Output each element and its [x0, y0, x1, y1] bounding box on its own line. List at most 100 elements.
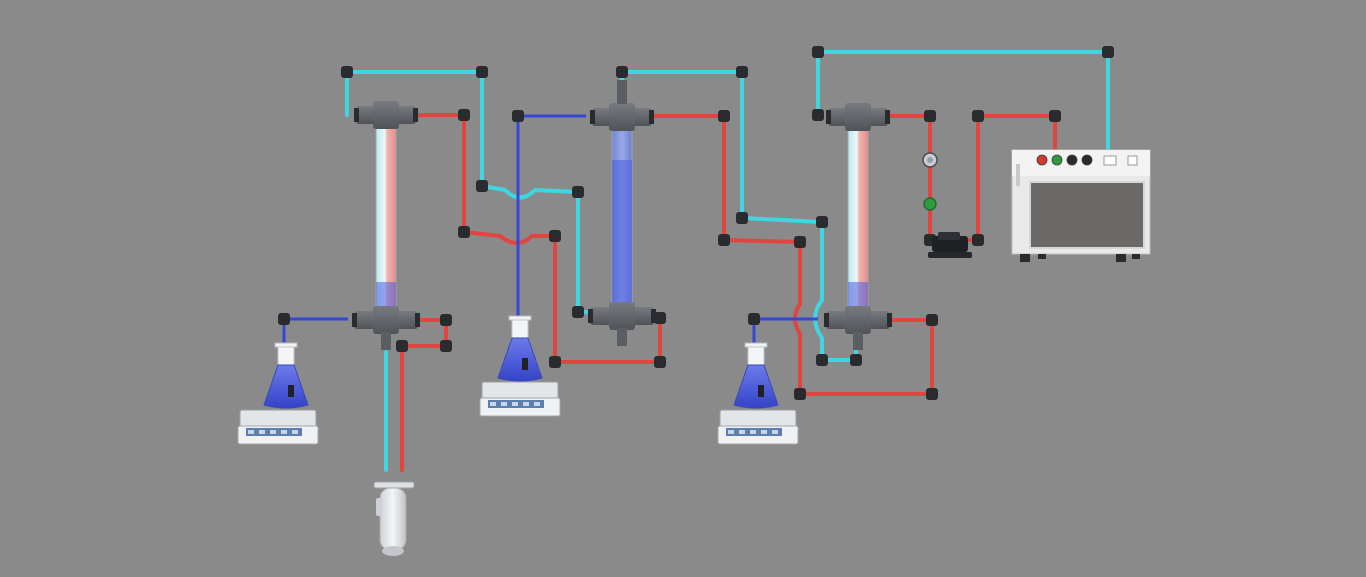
- elbow-connector: [440, 314, 452, 326]
- fitting-hub: [845, 103, 871, 131]
- display-digit: [292, 430, 298, 434]
- column-outlet: [853, 332, 863, 350]
- dark-indicator-icon[interactable]: [1066, 154, 1078, 166]
- elbow-connector: [736, 212, 748, 224]
- elbow-connector: [926, 388, 938, 400]
- elbow-connector: [816, 216, 828, 228]
- elbow-connector: [549, 230, 561, 242]
- weighing-station: [717, 342, 799, 445]
- digital-balance: [479, 381, 561, 417]
- elbow-connector: [440, 340, 452, 352]
- erlenmeyer-flask: [263, 342, 309, 409]
- flask-rim: [744, 342, 768, 348]
- elbow-connector: [654, 356, 666, 368]
- flask-body: [263, 364, 309, 409]
- display-digit: [281, 430, 287, 434]
- fitting-cap: [588, 309, 593, 323]
- elbow-connector: [850, 354, 862, 366]
- cold-pipe-segment: [816, 50, 1110, 154]
- display-digit: [523, 402, 529, 406]
- flask-neck: [277, 346, 295, 366]
- column-unit: [588, 80, 656, 346]
- elbow-connector: [458, 226, 470, 238]
- elbow-connector: [972, 234, 984, 246]
- flow-meter-icon[interactable]: [922, 152, 938, 168]
- weighing-stations: [237, 315, 799, 445]
- erlenmeyer-flask: [733, 342, 779, 409]
- weighing-station: [237, 342, 319, 445]
- elbow-connector: [572, 306, 584, 318]
- flask-body: [497, 337, 543, 382]
- flask-label: [288, 385, 294, 397]
- pump-icon[interactable]: [928, 232, 972, 258]
- column-liquid: [612, 160, 632, 316]
- fitting-hub: [845, 306, 871, 334]
- indicator-panel: [1036, 154, 1093, 166]
- fitting-hub: [609, 103, 635, 131]
- fitting-hub: [373, 306, 399, 334]
- elbow-connector: [718, 234, 730, 246]
- power-switch[interactable]: [1103, 155, 1117, 166]
- elbow-connector: [1102, 46, 1114, 58]
- elbow-connector: [926, 314, 938, 326]
- elbow-connector: [396, 340, 408, 352]
- elbow-connector: [572, 186, 584, 198]
- fitting-cap: [824, 313, 829, 327]
- column-unit: [352, 101, 420, 350]
- elbow-connector: [1049, 110, 1061, 122]
- elbow-connector: [278, 313, 290, 325]
- fitting-cap: [354, 108, 359, 122]
- elbow-connector: [972, 110, 984, 122]
- elbow-connector: [794, 388, 806, 400]
- column-unit: [824, 103, 892, 350]
- red-indicator-icon[interactable]: [1036, 154, 1048, 166]
- fitting-cap: [413, 108, 418, 122]
- flask-neck: [747, 346, 765, 366]
- control-box: [1011, 149, 1151, 262]
- dark-indicator-icon[interactable]: [1081, 154, 1093, 166]
- elbow-connector: [458, 109, 470, 121]
- flask-body: [733, 364, 779, 409]
- digital-balance: [717, 409, 799, 445]
- column-inlet: [617, 80, 627, 104]
- digital-balance: [237, 409, 319, 445]
- foot: [1038, 254, 1046, 259]
- valve-icon[interactable]: [923, 197, 937, 211]
- elbow-connector: [816, 354, 828, 366]
- elbow-connector: [748, 313, 760, 325]
- column-outlet: [381, 332, 391, 350]
- foot: [1116, 254, 1126, 262]
- mode-switch[interactable]: [1127, 155, 1138, 166]
- elbow-connector: [654, 312, 666, 324]
- elbow-connector: [924, 110, 936, 122]
- display-digit: [750, 430, 756, 434]
- erlenmeyer-flask: [497, 315, 543, 382]
- foot: [1132, 254, 1140, 259]
- display-digit: [270, 430, 276, 434]
- fitting-cap: [651, 309, 656, 323]
- weighing-station: [479, 315, 561, 417]
- fitting-hub: [373, 101, 399, 129]
- elbow-connector: [476, 180, 488, 192]
- elbow-connector: [616, 66, 628, 78]
- elbow-connector: [476, 66, 488, 78]
- display-digit: [739, 430, 745, 434]
- display-digit: [534, 402, 540, 406]
- fitting-cap: [352, 313, 357, 327]
- elbow-connector: [812, 109, 824, 121]
- flask-neck: [511, 319, 529, 339]
- flask-rim: [508, 315, 532, 321]
- display-digit: [501, 402, 507, 406]
- fitting-hub: [609, 302, 635, 330]
- flask-label: [522, 358, 528, 370]
- elbow-connector: [794, 236, 806, 248]
- elbow-connector: [718, 110, 730, 122]
- display-digit: [512, 402, 518, 406]
- fitting-cap: [415, 313, 420, 327]
- elbow-connector: [736, 66, 748, 78]
- green-indicator-icon[interactable]: [1051, 154, 1063, 166]
- display-digit: [761, 430, 767, 434]
- display-digit: [248, 430, 254, 434]
- fitting-cap: [887, 313, 892, 327]
- fitting-cap: [885, 110, 890, 124]
